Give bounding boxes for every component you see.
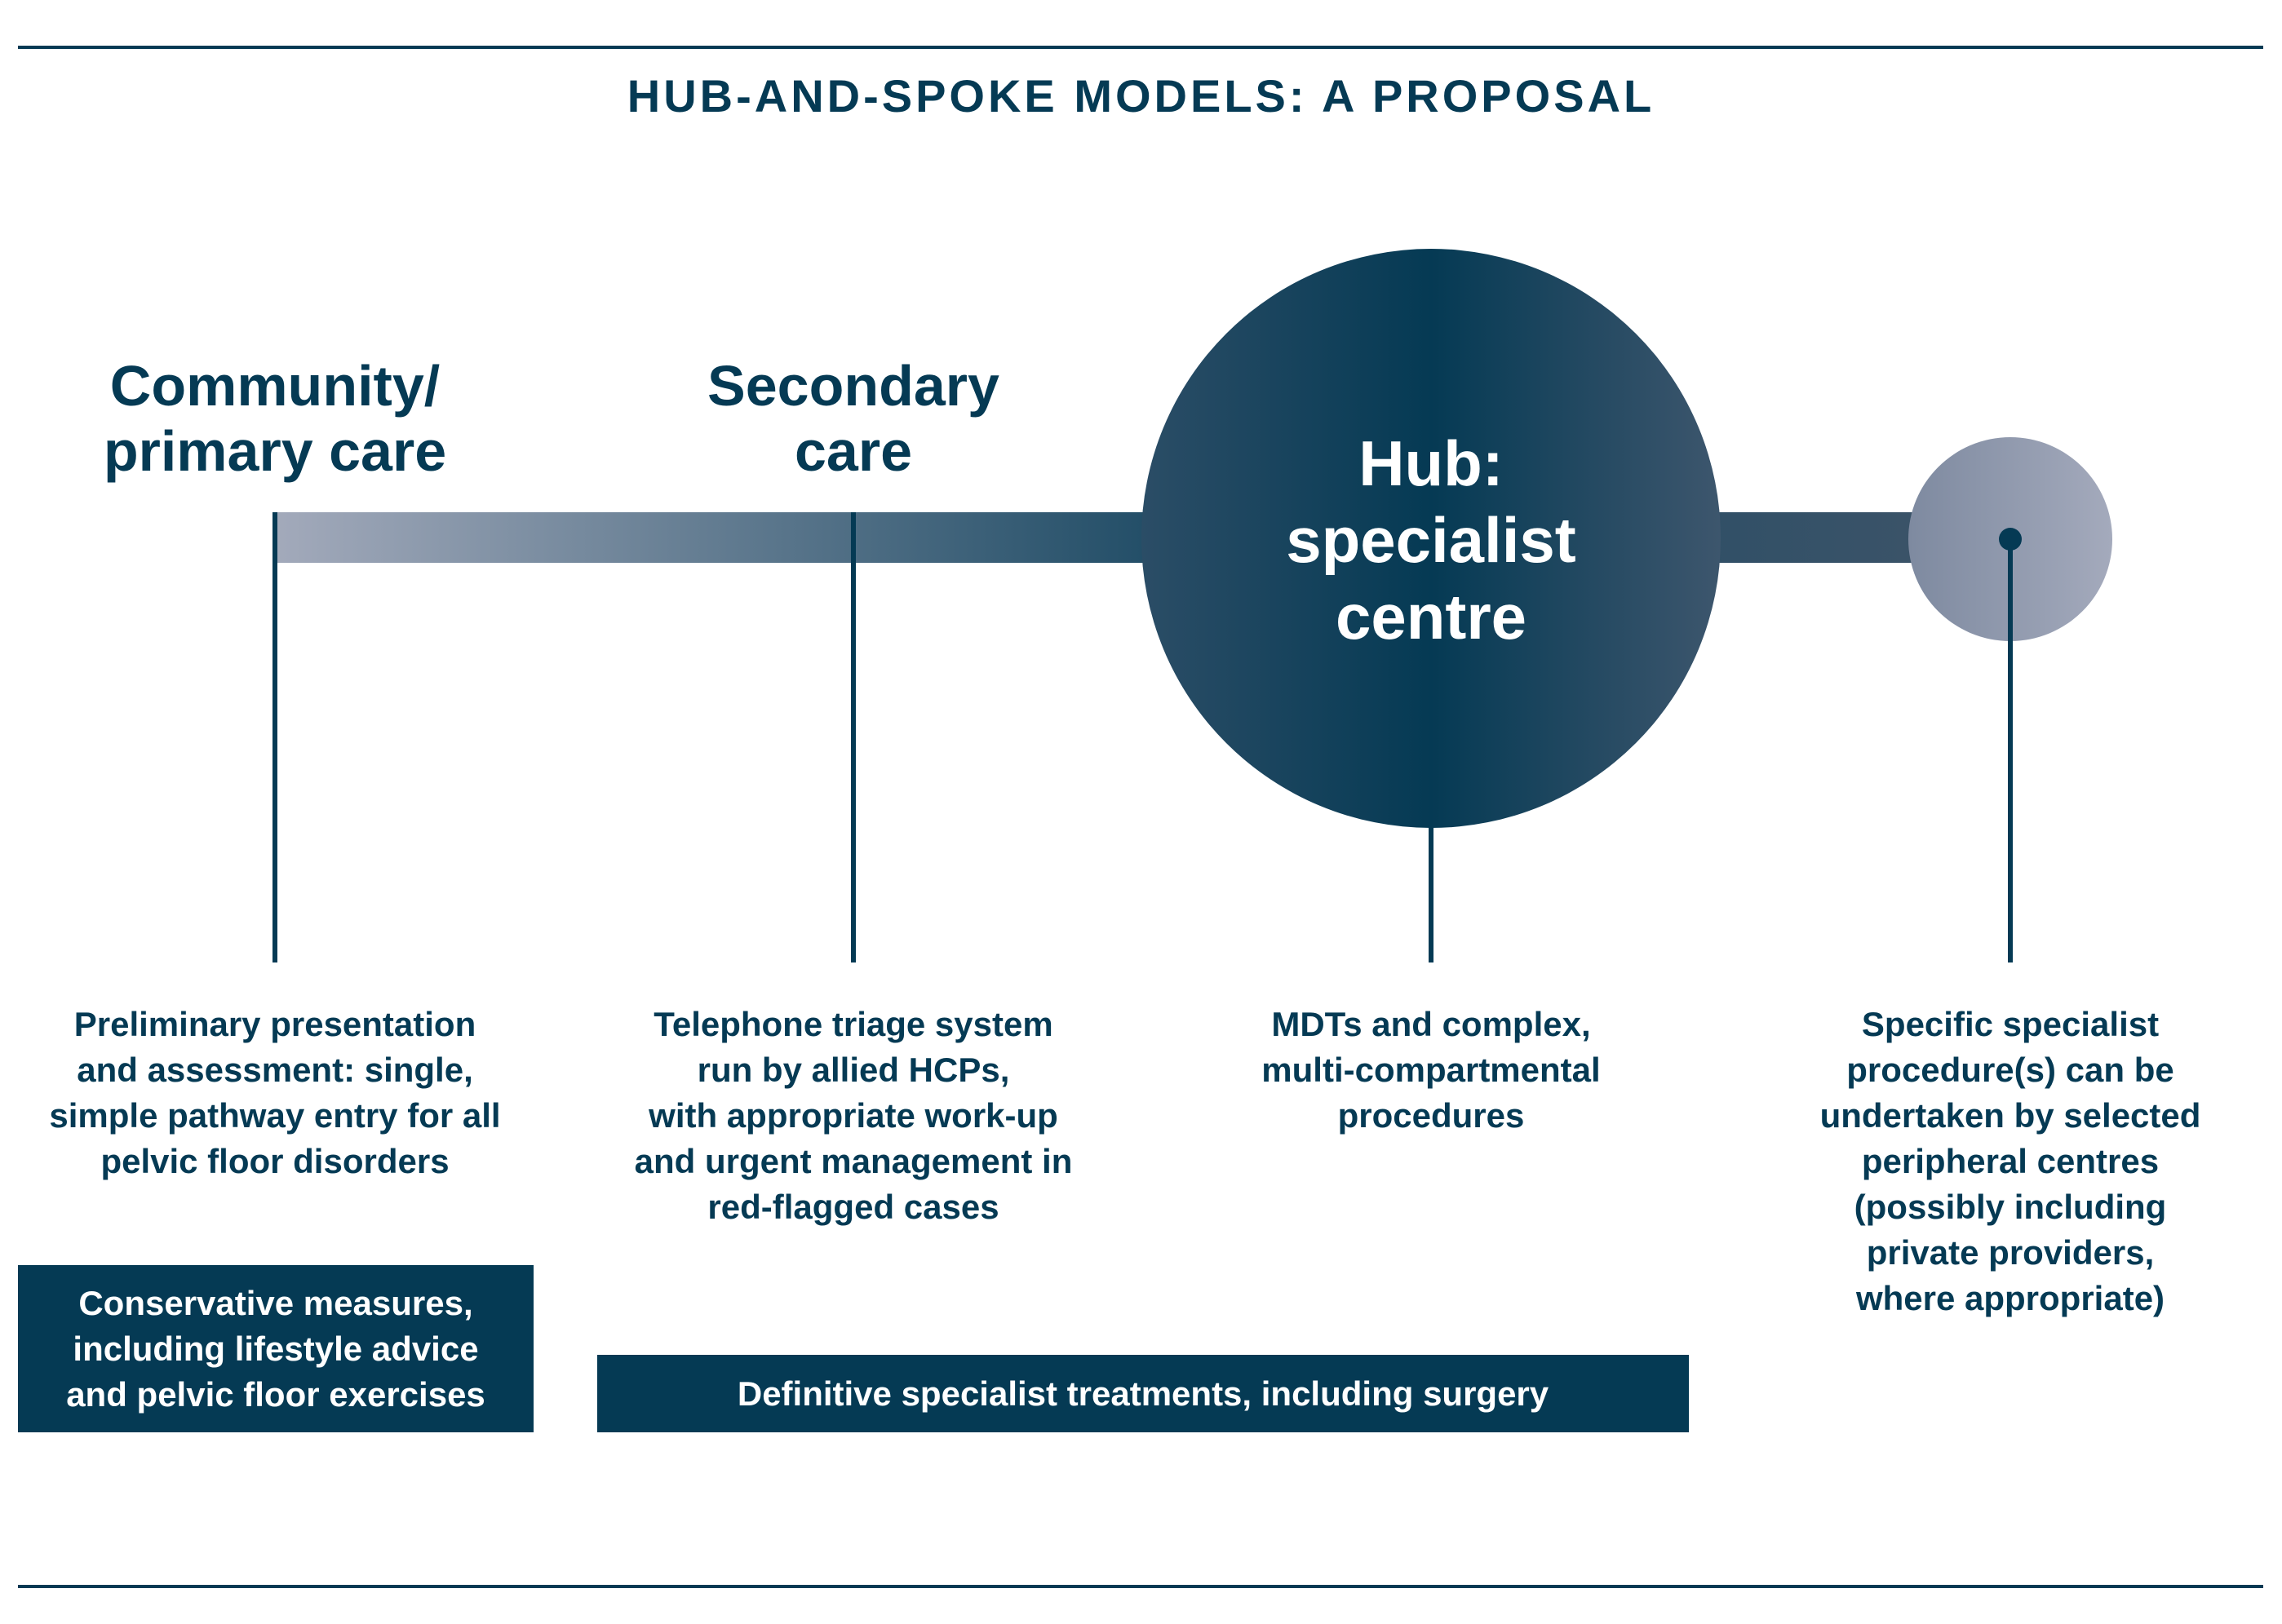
bottom-rule [18,1585,2263,1588]
desc-hub: MDTs and complex, multi-compartmental pr… [1261,1005,1601,1135]
heading-community-care: Community/ primary care [103,354,447,483]
page-title: HUB-AND-SPOKE MODELS: A PROPOSAL [627,70,1655,122]
conservative-measures-text: Conservative measures, including lifesty… [66,1283,485,1414]
pathway-bar [273,512,1991,563]
spoke-dot [1999,528,2022,551]
hub-label: Hub: specialist centre [1286,427,1576,653]
desc-spoke: Specific specialist procedure(s) can be … [1819,1005,2201,1317]
desc-secondary-care: Telephone triage system run by allied HC… [634,1005,1073,1226]
definitive-treatments-box: Definitive specialist treatments, includ… [597,1355,1689,1432]
heading-secondary-care: Secondary care [707,354,999,483]
hub-circle [1141,249,1721,828]
conservative-measures-box: Conservative measures, including lifesty… [18,1265,534,1432]
definitive-treatments-text: Definitive specialist treatments, includ… [737,1374,1549,1413]
desc-community-care: Preliminary presentation and assessment:… [49,1005,501,1180]
top-rule [18,46,2263,49]
